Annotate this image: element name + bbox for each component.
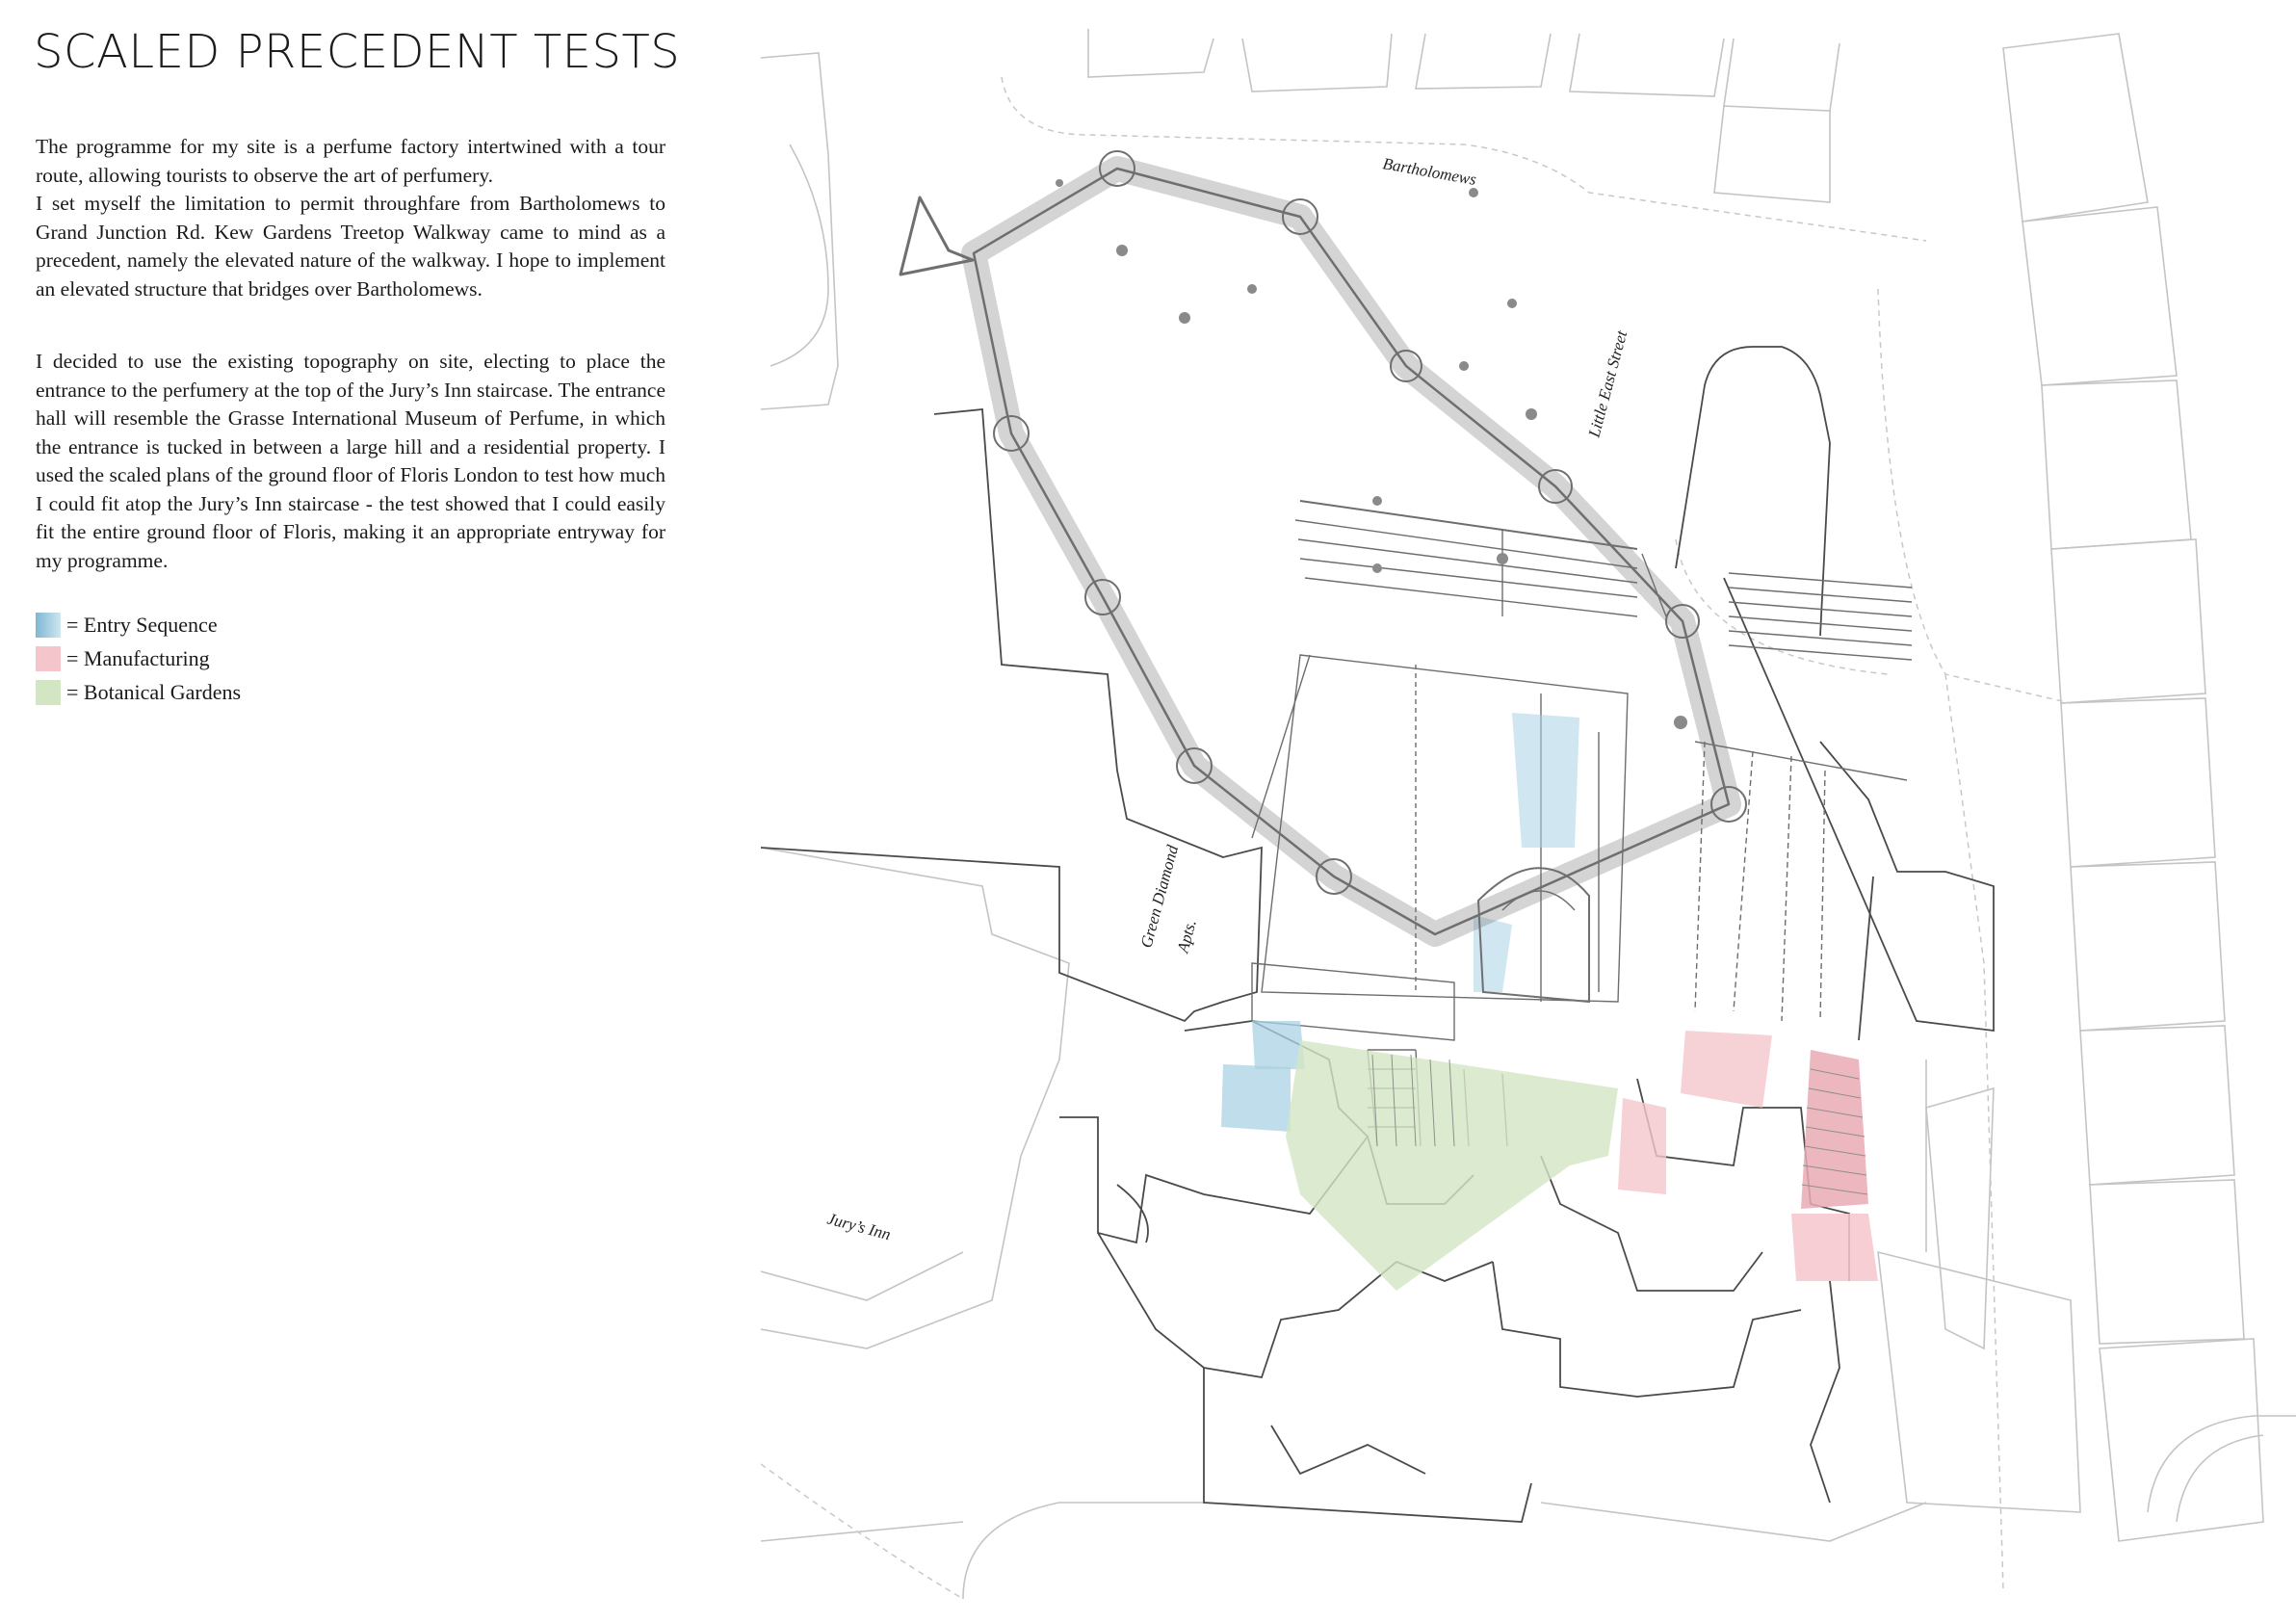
intro-paragraph: The programme for my site is a perfume f…: [36, 135, 665, 187]
entry-zone-2: [1221, 1064, 1291, 1132]
manufacturing-zone-2: [1681, 1031, 1772, 1108]
legend-label-entry: = Entry Sequence: [66, 612, 218, 637]
legend: = Entry Sequence = Manufacturing = Botan…: [36, 608, 241, 709]
dashed-boundaries: [761, 76, 2072, 1600]
label-green-diamond: Green Diamond: [1137, 843, 1183, 950]
page-title: SCALED PRECEDENT TESTS: [34, 25, 681, 79]
entry-zone-1: [1252, 1021, 1305, 1069]
street-label-bartholomews: Bartholomews: [1381, 154, 1477, 189]
botanical-zone: [1286, 1040, 1618, 1291]
program-zones: [1221, 713, 1878, 1291]
label-apts: Apts.: [1173, 918, 1200, 955]
manufacturing-zone-1: [1618, 1098, 1666, 1194]
legend-label-manufacturing: = Manufacturing: [66, 645, 210, 670]
botanical-swatch: [36, 679, 61, 705]
entry-swatch: [36, 612, 61, 638]
entry-zone-3: [1512, 713, 1579, 848]
entry-zone-4: [1474, 915, 1512, 992]
street-label-little-east: Little East Street: [1584, 327, 1631, 440]
legend-item-entry: = Entry Sequence: [36, 608, 241, 641]
legend-item-botanical: = Botanical Gardens: [36, 675, 241, 709]
label-jurys-inn: Jury’s Inn: [825, 1210, 893, 1244]
site-buildings: [761, 408, 1850, 1523]
legend-item-manufacturing: = Manufacturing: [36, 641, 241, 675]
manufacturing-zone-3: [1801, 1050, 1868, 1209]
tree-markers: [1056, 179, 1687, 729]
site-plan: Bartholomews Little East Street Green Di…: [761, 29, 2296, 1600]
context-buildings: [761, 29, 2296, 1600]
little-east-block: [1675, 346, 1995, 1041]
entrance-text: I decided to use the existing topography…: [36, 348, 665, 575]
precedent-paragraph: I set myself the limitation to permit th…: [36, 192, 665, 301]
manufacturing-zone-4: [1791, 1214, 1878, 1281]
intro-text: The programme for my site is a perfume f…: [36, 133, 665, 303]
elevated-walkway: [899, 150, 1747, 1004]
legend-label-botanical: = Botanical Gardens: [66, 679, 242, 704]
manufacturing-swatch: [36, 645, 61, 671]
entrance-paragraph: I decided to use the existing topography…: [36, 350, 665, 572]
